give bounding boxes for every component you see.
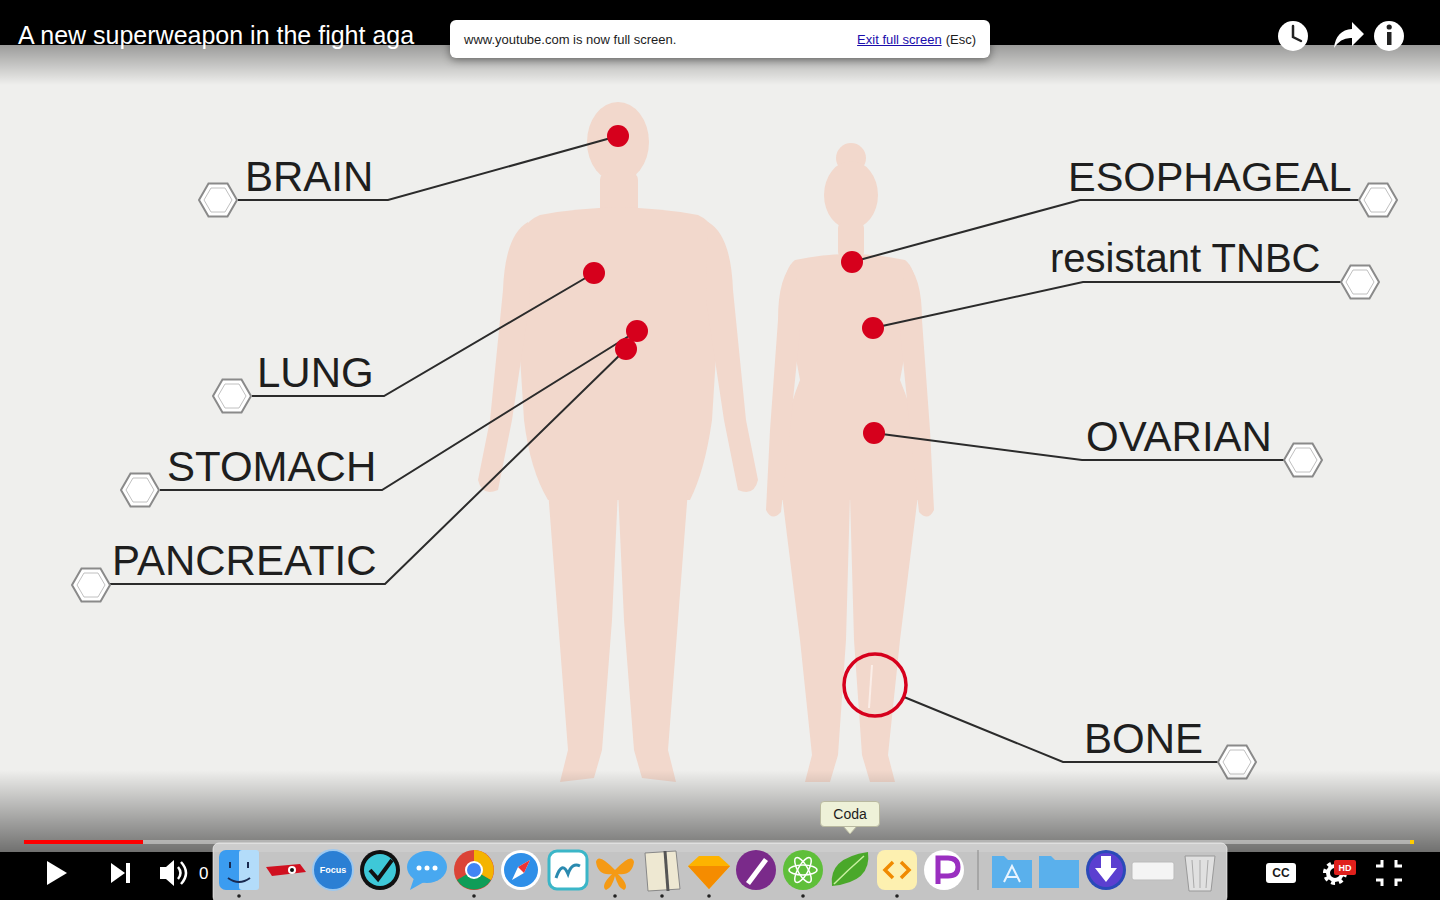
tumour-dot xyxy=(583,125,885,444)
organ-label: BONE xyxy=(1084,718,1203,760)
top-icons xyxy=(1278,21,1404,51)
exit-link: Exit full screen xyxy=(837,32,942,47)
organ-label: STOMACH xyxy=(167,446,376,488)
fullscreen-notice: www.youtube.com is now full screen. Exit … xyxy=(450,20,990,58)
hexagon-marker xyxy=(72,184,1397,779)
dock-tooltip: Coda xyxy=(820,801,880,827)
captions-button: CC xyxy=(1272,867,1289,879)
bottom-shade xyxy=(0,770,1440,855)
key-hint: (Esc) xyxy=(946,32,976,47)
organ-label: BRAIN xyxy=(245,156,373,198)
notice-text: www.youtube.com is now full screen. xyxy=(464,32,676,47)
bone-mark xyxy=(869,665,872,708)
organ-label: LUNG xyxy=(257,352,374,394)
progress-marker xyxy=(1410,840,1414,844)
tooltip-pointer xyxy=(843,826,857,834)
organ-label: PANCREATIC xyxy=(112,540,376,582)
tooltip-text: Coda xyxy=(833,806,866,822)
organ-label: OVARIAN xyxy=(1086,416,1272,458)
leader-lines xyxy=(110,136,1359,762)
organ-label: resistant TNBC xyxy=(1050,238,1320,278)
hd-badge: HD xyxy=(1339,863,1352,872)
dock xyxy=(213,843,1227,900)
dock-icon-label: Focus xyxy=(320,866,347,875)
male-figure xyxy=(478,102,758,782)
dock-icons xyxy=(219,850,1215,898)
video-title: A new superweapon in the fight aga xyxy=(18,23,414,48)
female-figure xyxy=(766,143,934,782)
time-display: 0 xyxy=(199,865,208,882)
bone-ring xyxy=(844,654,906,716)
progress-played xyxy=(24,840,143,844)
organ-label: ESOPHAGEAL xyxy=(1068,156,1352,198)
